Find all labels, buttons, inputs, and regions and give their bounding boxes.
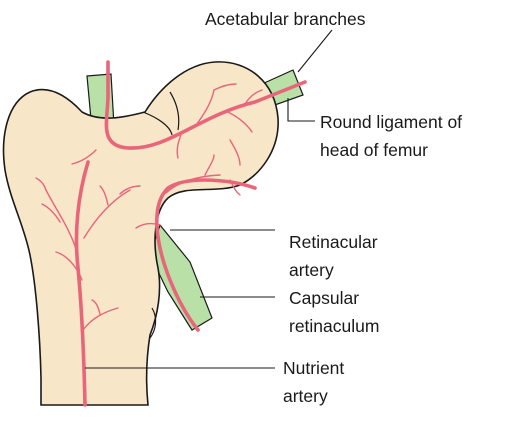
leader-acetabular <box>298 30 332 72</box>
label-round-ligament-line1: Round ligament of <box>320 112 462 132</box>
label-capsular-line1: Capsular <box>289 288 359 308</box>
label-round-ligament-line2: head of femur <box>320 140 428 160</box>
label-acetabular-branches: Acetabular branches <box>205 9 366 29</box>
label-capsular-line2: retinaculum <box>289 316 379 336</box>
femur-bone <box>4 62 279 405</box>
label-nutrient-line1: Nutrient <box>283 358 344 378</box>
leader-round-ligament <box>288 98 315 121</box>
label-retinacular-line2: artery <box>289 260 334 280</box>
label-nutrient-line2: artery <box>283 386 328 406</box>
label-retinacular-line1: Retinacular <box>289 232 378 252</box>
